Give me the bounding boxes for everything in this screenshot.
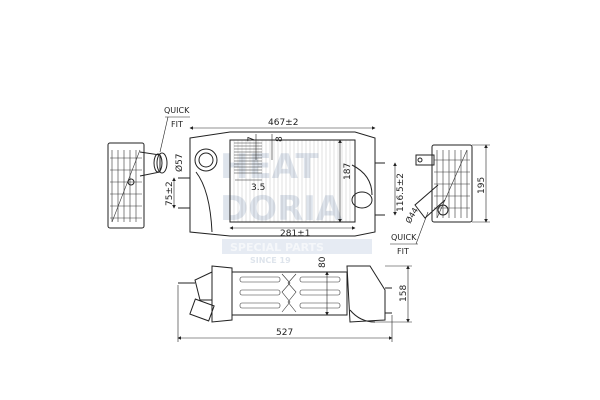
dim-core-height: 187 [343, 163, 353, 180]
watermark-since: SINCE 19 [250, 256, 291, 265]
quick-fit-left-line2: FIT [171, 120, 183, 129]
left-side-view [107, 142, 168, 229]
dim-core-width: 281±1 [280, 229, 310, 239]
dim-left-pipe-spacing: 75±2 [165, 181, 175, 206]
dim-overall-width: 467±2 [268, 118, 298, 128]
right-side-view [414, 144, 473, 223]
quick-fit-right-callout: QUICK FIT [390, 211, 429, 256]
quick-fit-right-line1: QUICK [391, 233, 417, 242]
dim-fin-pitch: 3.5 [251, 183, 265, 193]
dim-fin-b: 8 [275, 136, 285, 142]
dim-depth-overall: 158 [399, 285, 409, 302]
watermark-brand-line2: DORIA [220, 189, 343, 229]
watermark-tagline: SPECIAL PARTS [230, 241, 324, 254]
dim-depth-core: 80 [318, 256, 328, 268]
quick-fit-left-callout: QUICK FIT [159, 106, 190, 153]
dim-fin-a: 7 [247, 136, 257, 142]
bottom-view [178, 265, 392, 323]
dim-side-height: 195 [477, 177, 487, 194]
front-view [178, 131, 385, 237]
quick-fit-left-line1: QUICK [164, 106, 190, 115]
watermark-tagline-box [222, 239, 372, 254]
dim-right-pipe-spacing: 116.5±2 [396, 173, 406, 212]
quick-fit-right-line2: FIT [397, 247, 409, 256]
watermark: HEAT DORIA SPECIAL PARTS SINCE 19 [220, 147, 372, 265]
dim-left-inlet-diameter: Ø57 [174, 153, 185, 172]
dim-overall-length: 527 [276, 328, 293, 338]
